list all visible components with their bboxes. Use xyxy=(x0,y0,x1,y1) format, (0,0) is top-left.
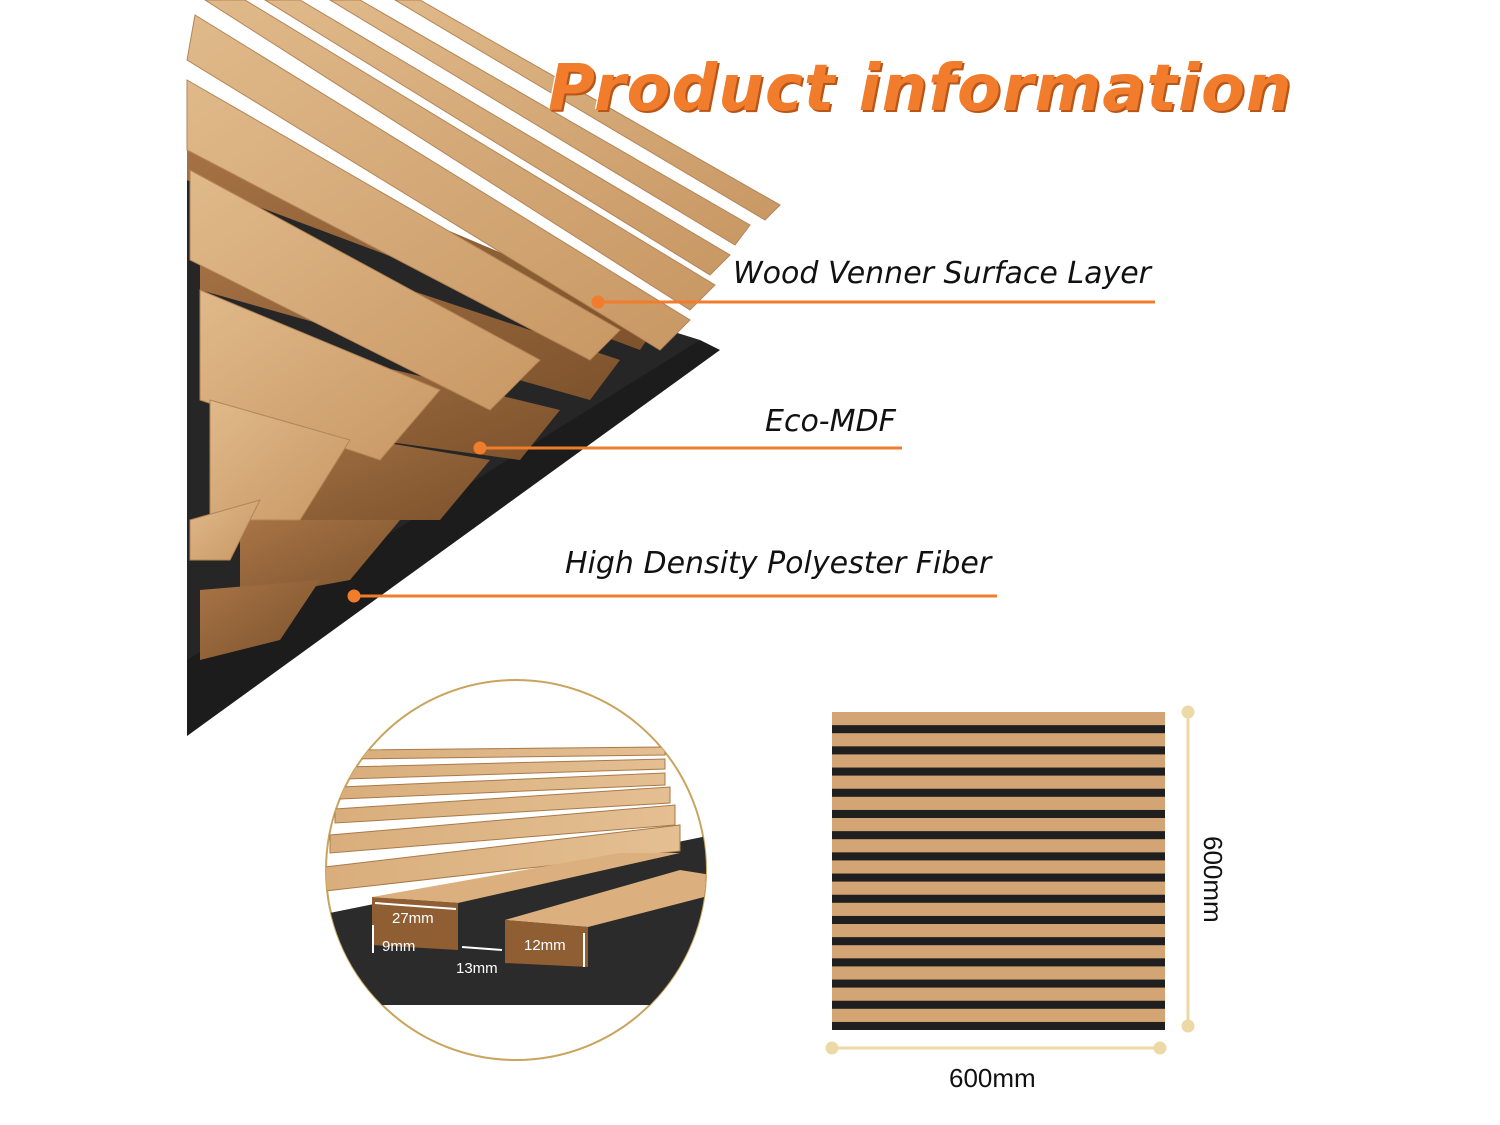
panel-slat xyxy=(832,902,1165,916)
panel-front-view xyxy=(825,705,1195,1055)
panel-slat xyxy=(832,924,1165,938)
panel-slat xyxy=(832,733,1165,747)
panel-slat xyxy=(832,945,1165,959)
panel-slat xyxy=(832,966,1165,980)
layer-label-mdf: Eco-MDF xyxy=(765,404,896,439)
panel-slat xyxy=(832,775,1165,789)
exploded-panel-illustration xyxy=(186,0,781,736)
slat-gap-label: 13mm xyxy=(456,960,498,977)
mdf-callout-dot xyxy=(473,441,487,455)
panel-slat xyxy=(832,818,1165,832)
veneer-callout-dot xyxy=(591,295,605,309)
slat-width-label: 27mm xyxy=(392,910,434,927)
slat-closeup-circle xyxy=(325,679,707,1061)
panel-slat xyxy=(832,712,1165,726)
fiber-callout-dot xyxy=(347,589,361,603)
panel-width-label: 600mm xyxy=(949,1063,1036,1093)
layer-label-veneer: Wood Venner Surface Layer xyxy=(733,256,1151,291)
page-title: Product information xyxy=(548,52,1293,126)
panel-slat xyxy=(832,860,1165,874)
layer-callout-lines xyxy=(347,295,1155,603)
panel-slat xyxy=(832,796,1165,810)
width-27-line xyxy=(374,902,457,910)
panel-slat xyxy=(832,987,1165,1001)
gap-13-line xyxy=(461,946,503,951)
veneer-slats xyxy=(186,0,781,561)
slat-height-label: 12mm xyxy=(524,937,566,954)
polyester-fiber-backing-edge xyxy=(187,340,720,736)
panel-height-label: 600mm xyxy=(1198,836,1228,923)
panel-slat xyxy=(832,754,1165,768)
panel-slat xyxy=(832,839,1165,853)
panel-slat xyxy=(832,881,1165,895)
layer-label-fiber: High Density Polyester Fiber xyxy=(565,546,992,581)
panel-slat xyxy=(832,1008,1165,1022)
slat-base-label: 9mm xyxy=(382,938,416,955)
